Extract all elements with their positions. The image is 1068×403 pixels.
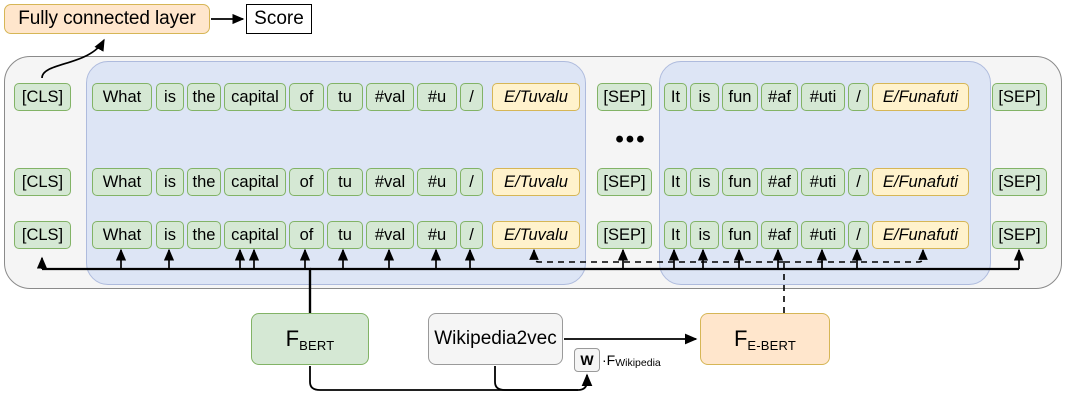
token-cls-r0-0: [CLS] xyxy=(14,83,71,111)
token-a-r2-4: of xyxy=(289,221,324,249)
f-ebert-label: FE-BERT xyxy=(733,326,797,353)
token-a-r2-3: capital xyxy=(224,221,286,249)
score-box: Score xyxy=(246,4,312,34)
token-a-r0-9: E/Tuvalu xyxy=(492,83,580,111)
token-a-r2-1: is xyxy=(156,221,184,249)
f-ebert-box: FE-BERT xyxy=(700,313,830,365)
token-a-r2-2: the xyxy=(187,221,221,249)
token-b-r1-5: / xyxy=(848,168,869,196)
token-a-r1-0: What xyxy=(92,168,152,196)
token-a-r0-8: / xyxy=(460,83,483,111)
token-b-r2-3: #af xyxy=(761,221,798,249)
token-sepmid-r0-0: [SEP] xyxy=(597,83,652,111)
token-a-r0-6: #val xyxy=(366,83,414,111)
rows-ellipsis: ••• xyxy=(615,126,647,153)
token-b-r2-4: #uti xyxy=(801,221,845,249)
token-a-r2-9: E/Tuvalu xyxy=(492,221,580,249)
token-a-r0-0: What xyxy=(92,83,152,111)
token-b-r0-4: #uti xyxy=(801,83,845,111)
token-b-r2-5: / xyxy=(848,221,869,249)
fully-connected-layer-box: Fully connected layer xyxy=(4,4,210,34)
token-a-r0-2: the xyxy=(187,83,221,111)
token-b-r1-0: It xyxy=(664,168,687,196)
token-a-r1-3: capital xyxy=(224,168,286,196)
token-b-r0-3: #af xyxy=(761,83,798,111)
token-b-r1-4: #uti xyxy=(801,168,845,196)
token-a-r0-5: tu xyxy=(327,83,363,111)
f-bert-box: FBERT xyxy=(251,313,369,365)
wikipedia2vec-box: Wikipedia2vec xyxy=(428,313,563,365)
f-bert-label: FBERT xyxy=(285,326,335,353)
token-a-r1-4: of xyxy=(289,168,324,196)
token-b-r0-1: is xyxy=(690,83,719,111)
token-a-r0-1: is xyxy=(156,83,184,111)
token-b-r2-1: is xyxy=(690,221,719,249)
token-sepend-r0-0: [SEP] xyxy=(992,83,1047,111)
token-sepend-r2-0: [SEP] xyxy=(992,221,1047,249)
w-matrix-box: W xyxy=(574,348,600,372)
token-a-r0-4: of xyxy=(289,83,324,111)
token-b-r0-5: / xyxy=(848,83,869,111)
token-b-r0-2: fun xyxy=(722,83,758,111)
token-a-r2-8: / xyxy=(460,221,483,249)
token-b-r0-0: It xyxy=(664,83,687,111)
token-b-r1-1: is xyxy=(690,168,719,196)
token-a-r1-8: / xyxy=(460,168,483,196)
token-a-r1-9: E/Tuvalu xyxy=(492,168,580,196)
token-b-r2-2: fun xyxy=(722,221,758,249)
token-cls-r1-0: [CLS] xyxy=(14,168,71,196)
token-b-r1-6: E/Funafuti xyxy=(872,168,969,196)
token-a-r0-7: #u xyxy=(417,83,457,111)
token-sepend-r1-0: [SEP] xyxy=(992,168,1047,196)
token-b-r2-0: It xyxy=(664,221,687,249)
token-b-r1-3: #af xyxy=(761,168,798,196)
token-a-r2-5: tu xyxy=(327,221,363,249)
token-sepmid-r1-0: [SEP] xyxy=(597,168,652,196)
token-a-r1-2: the xyxy=(187,168,221,196)
token-b-r0-6: E/Funafuti xyxy=(872,83,969,111)
token-b-r2-6: E/Funafuti xyxy=(872,221,969,249)
token-a-r2-7: #u xyxy=(417,221,457,249)
token-a-r2-0: What xyxy=(92,221,152,249)
token-a-r1-6: #val xyxy=(366,168,414,196)
token-a-r1-1: is xyxy=(156,168,184,196)
token-cls-r2-0: [CLS] xyxy=(14,221,71,249)
token-a-r2-6: #val xyxy=(366,221,414,249)
token-a-r1-5: tu xyxy=(327,168,363,196)
token-sepmid-r2-0: [SEP] xyxy=(597,221,652,249)
token-b-r1-2: fun xyxy=(722,168,758,196)
token-a-r0-3: capital xyxy=(224,83,286,111)
token-a-r1-7: #u xyxy=(417,168,457,196)
